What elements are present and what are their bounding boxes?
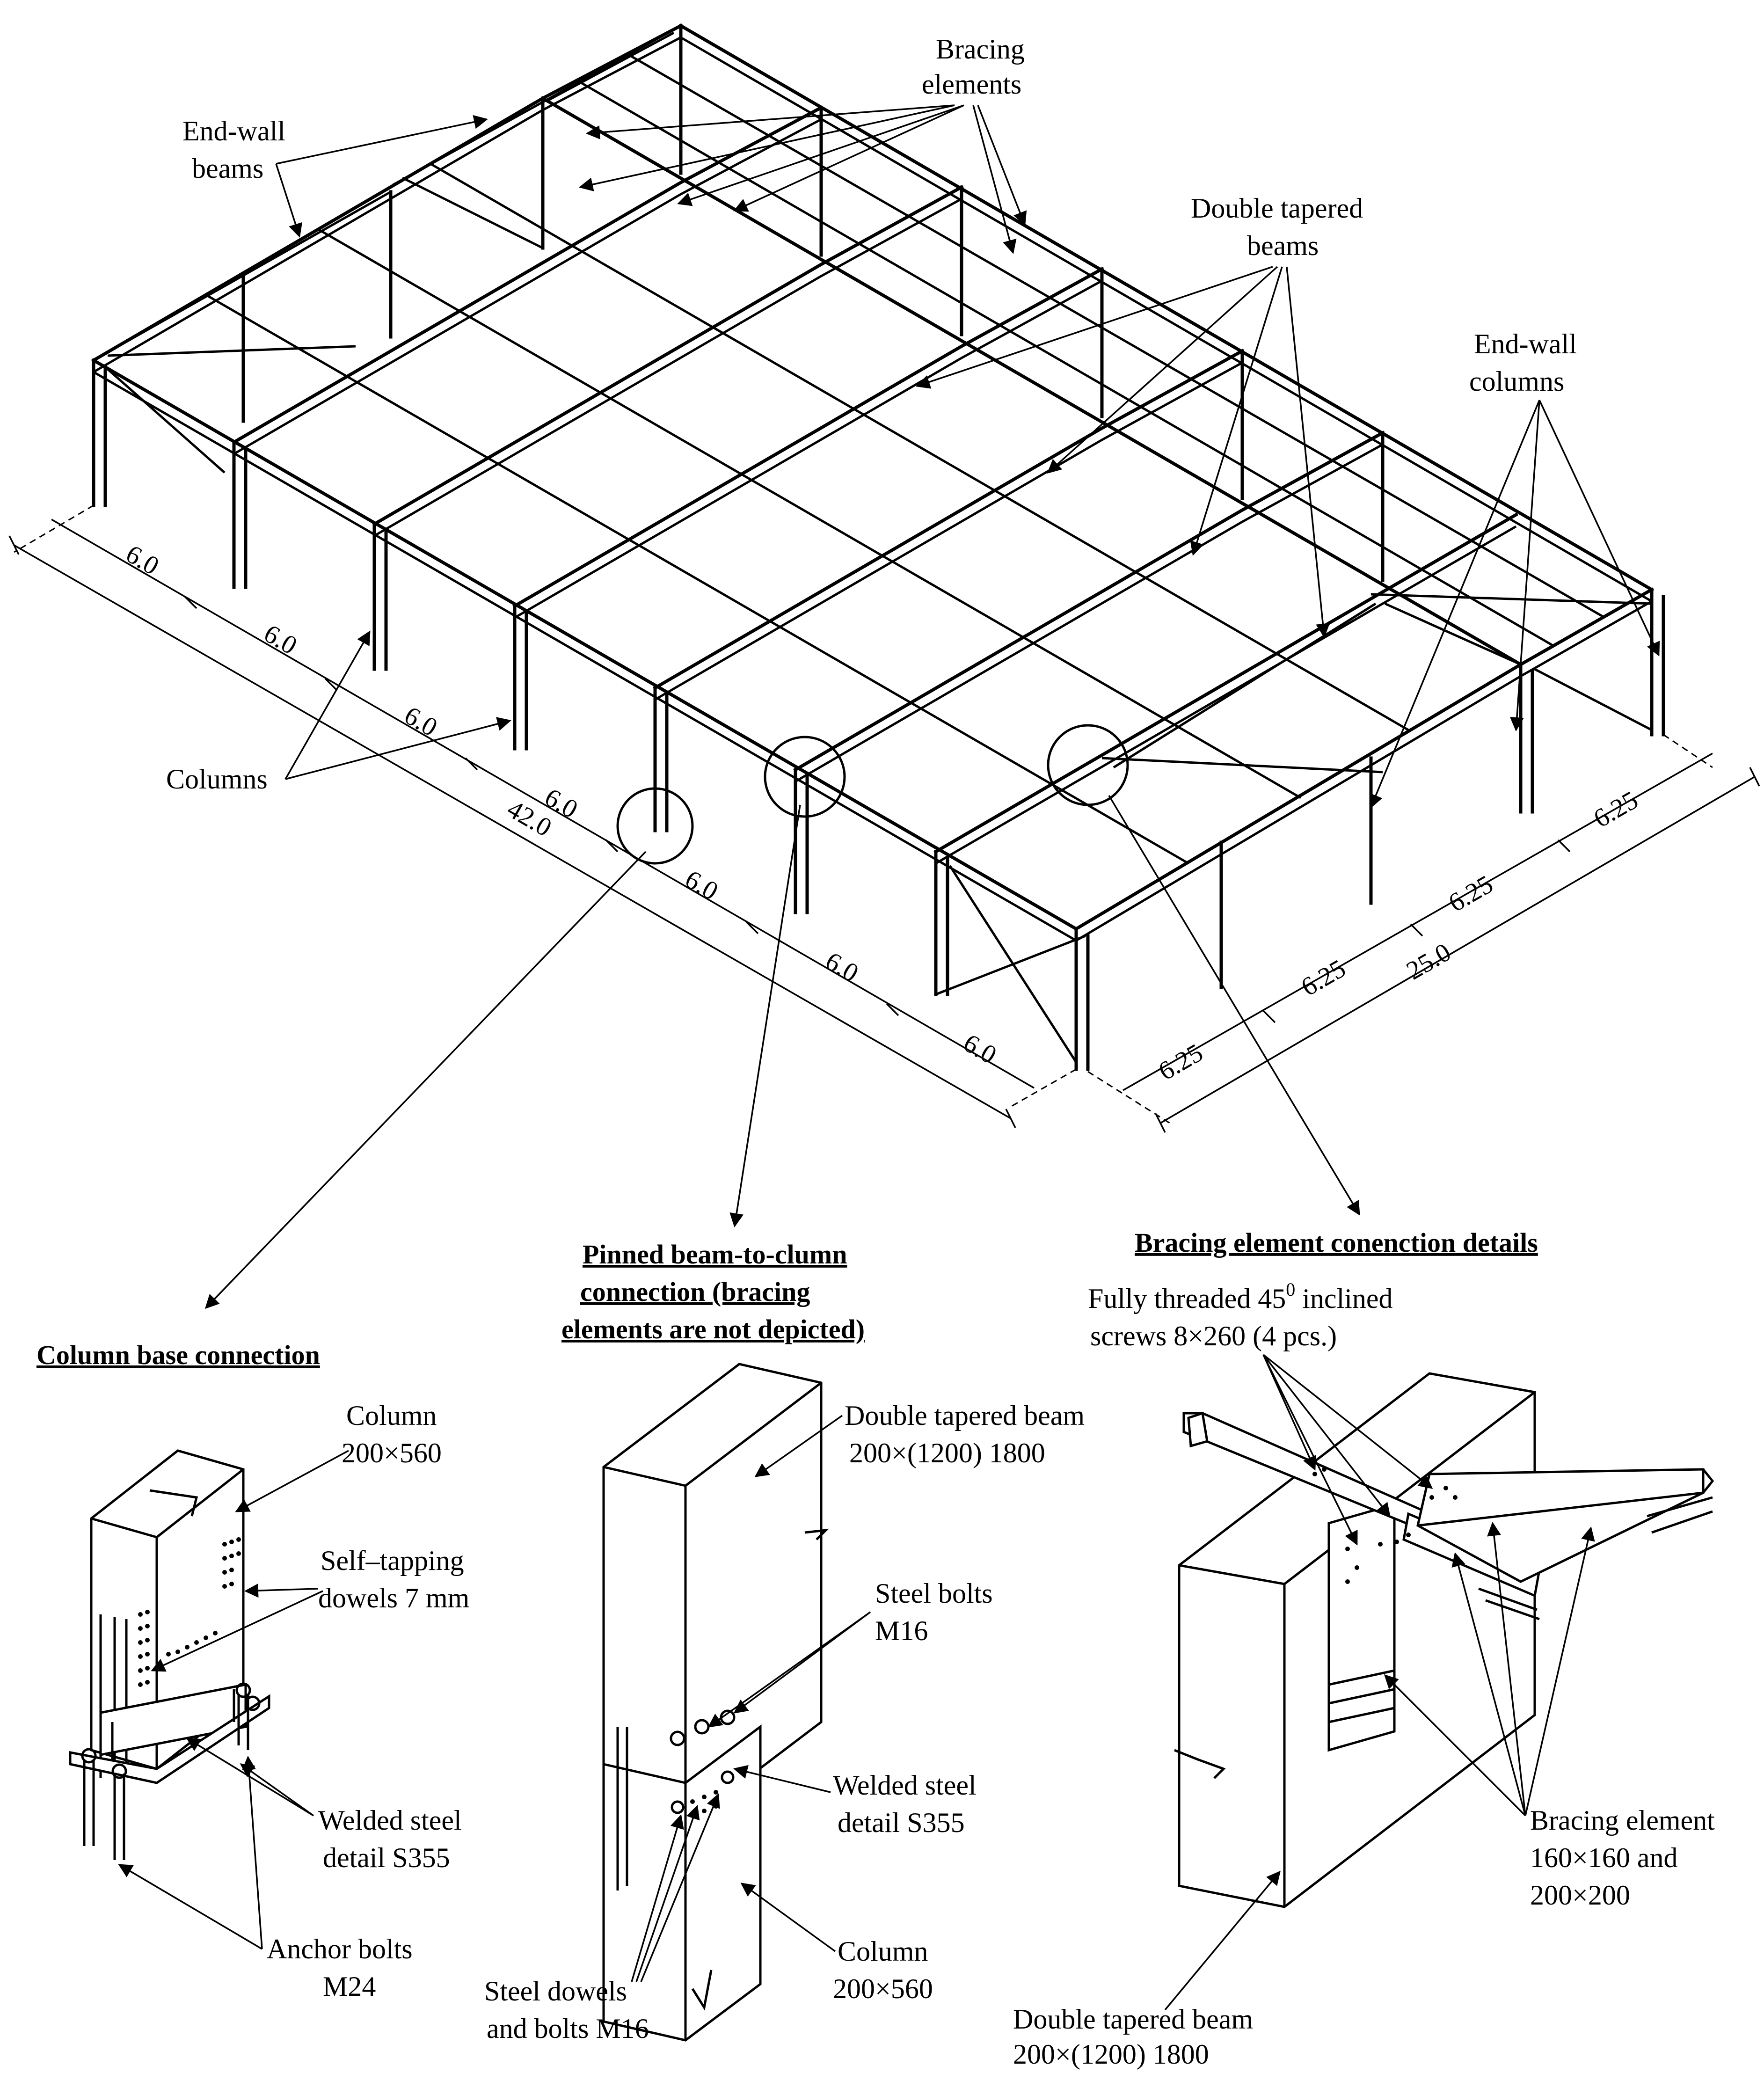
svg-text:Double tapered: Double tapered: [1191, 193, 1363, 224]
detail-title-pinned-3: elements are not depicted): [561, 1314, 865, 1344]
svg-text:200×560: 200×560: [833, 1973, 933, 2004]
detail-column-base: Column base connection: [36, 1340, 469, 2002]
svg-text:Column: Column: [838, 1936, 928, 1967]
svg-text:Bracing: Bracing: [936, 34, 1025, 65]
label-columns: Columns: [166, 630, 511, 795]
label-double-tapered-beams: Double tapered beams: [916, 193, 1363, 638]
svg-text:Double tapered beam: Double tapered beam: [845, 1400, 1085, 1431]
dim-length-1: 6.0: [121, 540, 164, 581]
svg-text:columns: columns: [1469, 366, 1564, 397]
svg-text:200×(1200) 1800: 200×(1200) 1800: [849, 1438, 1045, 1468]
svg-text:dowels 7 mm: dowels 7 mm: [318, 1583, 469, 1613]
screw-dots: [1312, 1467, 1458, 1584]
dim-width-2: 6.25: [1297, 954, 1351, 1002]
svg-text:End-wall: End-wall: [1474, 328, 1577, 359]
callout-bracing-connection: [1047, 724, 1129, 806]
svg-text:Anchor bolts: Anchor bolts: [267, 1934, 413, 1964]
callout-arrows: [204, 795, 1360, 1309]
dim-length-6: 6.0: [821, 947, 864, 988]
dowel-dots: [138, 1537, 241, 1687]
detail-title-pinned-2: connection (bracing: [580, 1277, 810, 1307]
label-end-wall-beams: End-wall beams: [182, 115, 488, 238]
svg-text:Steel bolts: Steel bolts: [875, 1578, 993, 1609]
svg-text:200×200: 200×200: [1530, 1880, 1630, 1911]
dim-length-5: 6.0: [680, 865, 723, 906]
svg-text:Bracing element: Bracing element: [1530, 1805, 1715, 1836]
svg-text:detail S355: detail S355: [323, 1842, 450, 1873]
svg-text:M16: M16: [875, 1615, 928, 1646]
dim-width-4: 6.25: [1589, 786, 1643, 834]
svg-text:160×160 and: 160×160 and: [1530, 1842, 1677, 1873]
detail-bracing-connection: Bracing element conenction details F: [1013, 1227, 1715, 2070]
svg-text:elements: elements: [922, 69, 1021, 100]
svg-text:Welded steel: Welded steel: [318, 1805, 462, 1836]
dimension-texts: 6.0 6.0 6.0 6.0 6.0 6.0 6.0 42.0 6.25 6.…: [121, 540, 1643, 1087]
dim-length-7: 6.0: [959, 1029, 1002, 1070]
svg-text:beams: beams: [192, 153, 263, 184]
svg-text:Column: Column: [346, 1400, 437, 1431]
detail-title-pinned-1: Pinned beam-to-clumn: [583, 1239, 847, 1270]
svg-text:200×(1200) 1800: 200×(1200) 1800: [1013, 2039, 1209, 2070]
svg-text:screws 8×260 (4 pcs.): screws 8×260 (4 pcs.): [1090, 1321, 1337, 1351]
screws-line-1: Fully threaded 450 inclined: [1088, 1279, 1393, 1314]
label-bracing-elements: Bracing elements: [579, 34, 1027, 254]
svg-text:200×560: 200×560: [342, 1438, 442, 1468]
svg-text:End-wall: End-wall: [182, 116, 285, 146]
anchor-bolt-group: [81, 1682, 261, 1860]
detail-title-bracing: Bracing element conenction details: [1135, 1227, 1538, 1258]
dim-length-2: 6.0: [259, 619, 302, 661]
dim-length-3: 6.0: [400, 701, 443, 743]
svg-text:Welded steel: Welded steel: [833, 1770, 977, 1801]
detail-pinned-connection: Pinned beam-to-clumn connection (bracing…: [484, 1239, 1085, 2044]
structural-frame: [14, 23, 1713, 1124]
svg-text:M24: M24: [323, 1971, 376, 2002]
dimension-lines: [8, 518, 1760, 1133]
svg-text:detail S355: detail S355: [838, 1807, 965, 1838]
svg-text:Double tapered beam: Double tapered beam: [1013, 2004, 1253, 2035]
svg-text:and bolts M16: and bolts M16: [487, 2013, 649, 2044]
dim-width-3: 6.25: [1444, 870, 1498, 918]
svg-text:Columns: Columns: [166, 764, 268, 795]
svg-text:Steel dowels: Steel dowels: [484, 1976, 627, 2007]
detail-title-column-base: Column base connection: [36, 1340, 320, 1370]
callout-column-base: [616, 787, 694, 865]
label-end-wall-columns: End-wall columns: [1369, 328, 1660, 809]
callout-circles: [616, 724, 1129, 865]
svg-text:Self–tapping: Self–tapping: [321, 1545, 464, 1576]
dim-width-1: 6.25: [1154, 1038, 1208, 1087]
svg-text:beams: beams: [1247, 230, 1319, 261]
callout-pinned-connection: [764, 736, 846, 818]
